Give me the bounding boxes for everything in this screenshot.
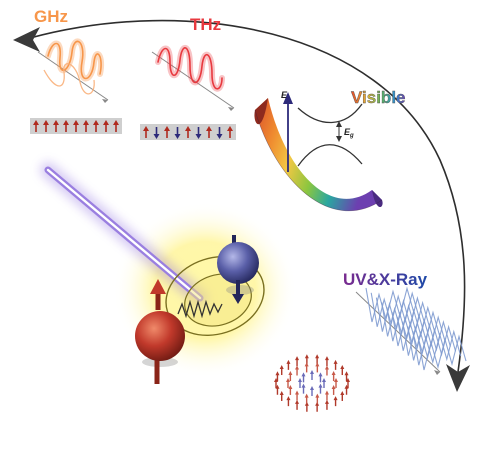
energy-axis-label: E	[281, 90, 288, 100]
spin-down-arrow-icon	[232, 294, 244, 304]
skyrmion	[274, 354, 350, 412]
skyrmion-spin-icon	[304, 393, 309, 404]
ghz-wave	[37, 38, 109, 103]
band-gap-subscript: g	[349, 133, 354, 139]
spin-up-arrow-icon	[227, 126, 233, 138]
skyrmion-spin-icon	[301, 383, 306, 394]
thz-label: THz	[190, 15, 221, 34]
skyrmion-spin-icon	[322, 378, 326, 388]
spin-up-arrow-icon	[83, 120, 89, 132]
skyrmion-spin-icon	[334, 378, 338, 388]
skyrmion-spin-icon	[279, 390, 284, 401]
energy-axis-arrow-icon	[283, 92, 293, 104]
ghz-label: GHz	[34, 7, 68, 26]
skyrmion-spin-icon	[340, 365, 345, 376]
spin-up-arrow-icon	[185, 126, 191, 138]
spin-down-arrow-icon	[174, 127, 181, 139]
uv-wave-stroke	[417, 334, 467, 371]
skyrmion-spin-icon	[288, 371, 293, 382]
skyrmion-spin-icon	[324, 365, 329, 376]
skyrmion-spin-icon	[304, 401, 309, 412]
spin-up-arrow-icon	[113, 120, 119, 132]
skyrmion-spin-icon	[288, 384, 293, 395]
spring	[177, 299, 223, 319]
band-gap-label: Eg	[344, 127, 354, 139]
spin-up-atom	[135, 279, 185, 384]
skyrmion-spin-icon	[333, 359, 338, 370]
skyrmion-spin-icon	[340, 390, 345, 401]
spin-up-arrow-icon	[73, 120, 79, 132]
skyrmion-spin-icon	[301, 372, 306, 383]
band-structure	[283, 92, 363, 172]
skyrmion-spin-icon	[310, 386, 314, 396]
visible-label: Visible	[351, 88, 406, 107]
skyrmion-spin-icon	[298, 378, 302, 388]
uv-xray-label: UV&X-Ray	[343, 270, 428, 289]
skyrmion-spin-icon	[324, 390, 329, 401]
spin-down-atom	[217, 235, 259, 304]
skyrmion-spin-icon	[318, 372, 323, 383]
spin-up-arrow-icon	[103, 120, 109, 132]
spin-up-arrow-icon	[53, 120, 59, 132]
skyrmion-spin-icon	[331, 384, 336, 395]
skyrmion-spin-icon	[295, 390, 300, 401]
skyrmion-spin-icon	[318, 383, 323, 394]
spin-up-arrow-icon	[206, 126, 212, 138]
skyrmion-spin-icon	[324, 356, 329, 367]
skyrmion-spin-icon	[295, 356, 300, 367]
spin-down-arrow-icon	[216, 127, 223, 139]
skyrmion-spin-icon	[315, 354, 320, 365]
skyrmion-spin-icon	[315, 401, 320, 412]
skyrmion-spin-icon	[295, 399, 300, 410]
spin-up-arrow-icon	[93, 120, 99, 132]
laser-beam	[40, 162, 208, 306]
skyrmion-spin-icon	[315, 362, 320, 373]
spin-up-arrow-icon	[43, 120, 49, 132]
double-headed-arrow-icon	[336, 121, 342, 127]
spectrum-arc-arrow	[13, 19, 470, 392]
skyrmion-spin-icon	[324, 399, 329, 410]
uv-xray-wave	[355, 286, 467, 375]
spin-up-arrow-icon	[33, 120, 39, 132]
skyrmion-spin-icon	[315, 393, 320, 404]
band-gap-symbol: E	[344, 127, 351, 137]
skyrmion-spin-icon	[275, 371, 280, 382]
thz-wave	[151, 45, 235, 111]
spin-up-arrow-icon	[150, 279, 166, 294]
uv-wave-stroke	[412, 329, 462, 366]
visible-band	[254, 98, 383, 212]
skyrmion-spin-icon	[304, 354, 309, 365]
skyrmion-spin-icon	[286, 378, 290, 388]
ghz-spin-array	[30, 118, 122, 134]
thz-spin-array	[140, 124, 236, 140]
spin-down-arrow-icon	[153, 127, 160, 139]
skyrmion-spin-icon	[295, 365, 300, 376]
skyrmion-spin-icon	[286, 396, 291, 407]
spin-up-arrow-icon	[143, 126, 149, 138]
spin-up-arrow-icon	[164, 126, 170, 138]
skyrmion-spin-icon	[279, 365, 284, 376]
spin-up-arrow-icon	[63, 120, 69, 132]
skyrmion-spin-icon	[310, 370, 314, 380]
skyrmion-spin-icon	[344, 371, 349, 382]
skyrmion-spin-icon	[344, 384, 349, 395]
skyrmion-spin-icon	[286, 359, 291, 370]
skyrmion-spin-icon	[333, 396, 338, 407]
arc-arrowhead-left-icon	[13, 27, 40, 52]
skyrmion-spin-icon	[304, 362, 309, 373]
skyrmion-spin-icon	[331, 371, 336, 382]
spin-down-arrow-icon	[195, 127, 202, 139]
arc-arrowhead-down-icon	[446, 364, 470, 392]
